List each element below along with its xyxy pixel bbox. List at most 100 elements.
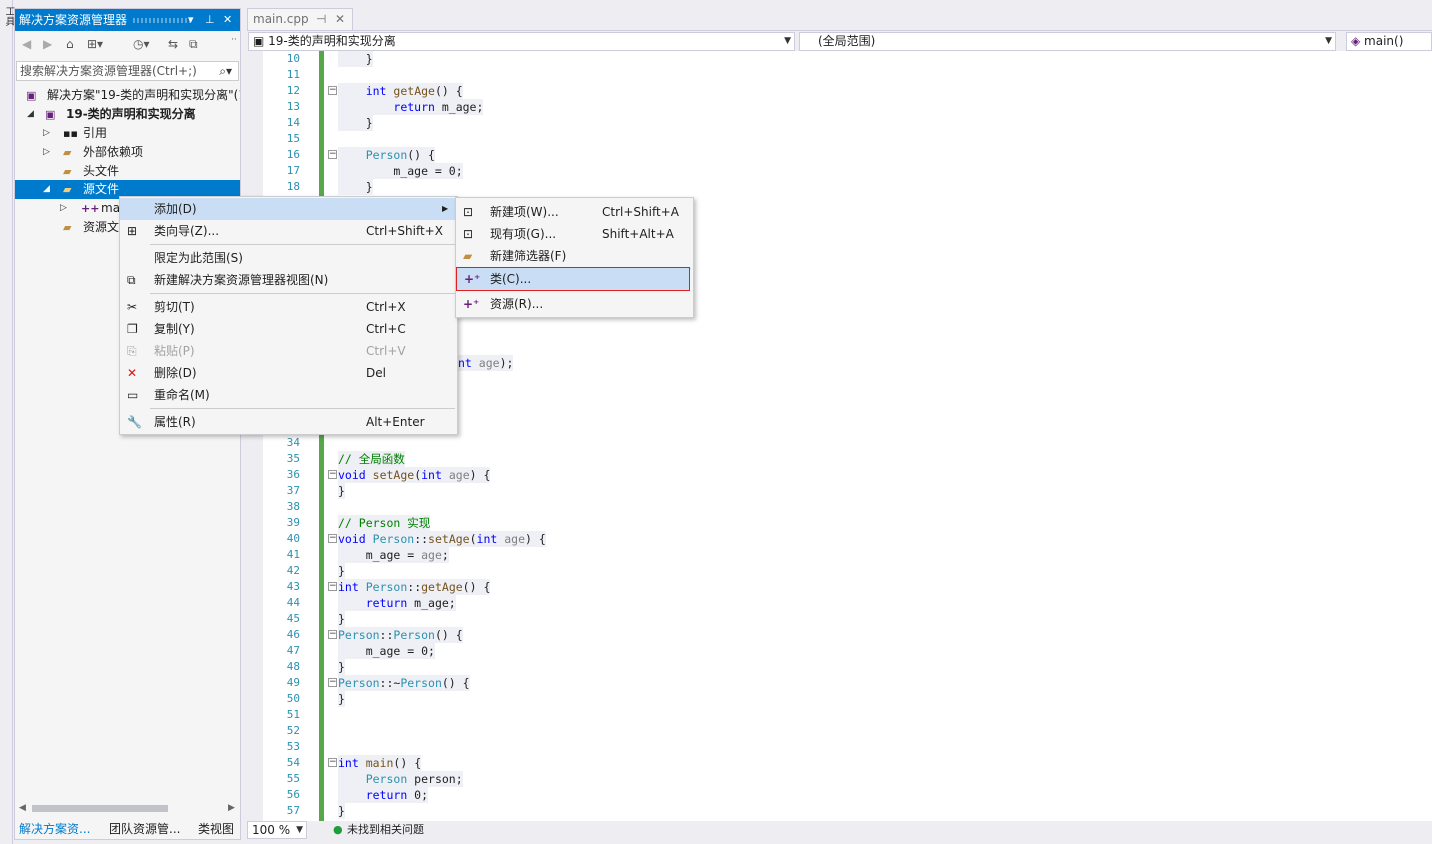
- tree-item-header-files[interactable]: ▰ 头文件: [15, 162, 240, 181]
- editor-status-bar: 100 % ▼ ● 未找到相关问题: [247, 821, 1432, 839]
- collapsed-arrow-icon[interactable]: ▷: [43, 147, 50, 157]
- dropdown-icon[interactable]: ▾: [188, 13, 194, 26]
- scroll-right-icon[interactable]: ▶: [228, 803, 235, 813]
- tree-item-source-files[interactable]: ◢ ▰ 源文件: [15, 180, 240, 199]
- collapse-region-icon[interactable]: −: [328, 149, 337, 159]
- scope-dropdown[interactable]: (全局范围) ▼: [799, 32, 1336, 51]
- delete-icon: ✕: [127, 366, 138, 380]
- left-tool-strip[interactable]: 工具: [0, 0, 14, 844]
- collapse-region-icon[interactable]: −: [328, 757, 337, 767]
- navigation-bar: ▣ 19-类的声明和实现分离 ▼ (全局范围) ▼ ◈ main(): [247, 30, 1432, 51]
- collapsed-arrow-icon[interactable]: ▷: [43, 128, 50, 138]
- menu-item-rename[interactable]: ▭ 重命名(M): [120, 384, 457, 406]
- tree-item-label: 解决方案"19-类的声明和实现分离"(1: [47, 88, 240, 102]
- close-tab-icon[interactable]: ✕: [335, 12, 346, 26]
- line-number: 15: [286, 132, 300, 145]
- menu-item-label: 删除(D): [154, 366, 197, 380]
- code-line: Person::~Person() {: [338, 675, 470, 691]
- add-submenu: ⊡ 新建项(W)... Ctrl+Shift+A ⊡ 现有项(G)... Shi…: [455, 197, 694, 318]
- cut-icon: ✂: [127, 300, 138, 314]
- folder-icon: ▰: [63, 183, 72, 196]
- menu-item-delete[interactable]: ✕ 删除(D) Del: [120, 362, 457, 384]
- switch-view-icon[interactable]: ⊞▾: [87, 37, 104, 51]
- line-number: 18: [286, 180, 300, 193]
- menu-item-paste[interactable]: ⎘ 粘贴(P) Ctrl+V: [120, 340, 457, 362]
- drag-grip[interactable]: [133, 18, 191, 23]
- zoom-dropdown[interactable]: 100 % ▼: [247, 821, 307, 839]
- line-number: 16: [286, 148, 300, 161]
- project-dropdown[interactable]: ▣ 19-类的声明和实现分离 ▼: [248, 32, 795, 51]
- member-dropdown-value: main(): [1364, 34, 1404, 48]
- expanded-arrow-icon[interactable]: ◢: [27, 109, 34, 119]
- search-placeholder: 搜索解决方案资源管理器(Ctrl+;): [20, 64, 197, 78]
- menu-item-new-filter[interactable]: ▰ 新建筛选器(F): [456, 245, 693, 267]
- menu-item-label: 剪切(T): [154, 300, 195, 314]
- code-line: Person person;: [338, 771, 463, 787]
- zoom-value: 100 %: [252, 823, 291, 837]
- code-line: }: [338, 179, 373, 195]
- menu-item-scope-to-this[interactable]: 限定为此范围(S): [120, 247, 457, 269]
- menu-separator: [150, 293, 455, 294]
- member-dropdown[interactable]: ◈ main(): [1346, 32, 1432, 51]
- collapse-region-icon[interactable]: −: [328, 85, 337, 95]
- home-icon[interactable]: ⌂: [66, 37, 74, 51]
- tree-item-references[interactable]: ▷ ▪▪ 引用: [15, 124, 240, 143]
- folder-icon: ▰: [63, 221, 72, 234]
- new-item-icon: ⊡: [463, 205, 474, 219]
- chevron-down-icon: ▼: [784, 36, 791, 46]
- tree-item-solution[interactable]: ▣ 解决方案"19-类的声明和实现分离"(1: [15, 86, 240, 105]
- tab-team-explorer[interactable]: 团队资源管...: [109, 822, 181, 836]
- menu-item-properties[interactable]: 🔧 属性(R) Alt+Enter: [120, 411, 457, 433]
- tree-item-label: 外部依赖项: [83, 145, 144, 159]
- line-number: 34: [286, 436, 300, 449]
- forward-icon[interactable]: ▶: [43, 37, 53, 51]
- tab-main-cpp[interactable]: main.cpp ⊣ ✕: [247, 8, 353, 30]
- close-icon[interactable]: ✕: [223, 13, 233, 26]
- tree-item-project[interactable]: ◢ ▣ 19-类的声明和实现分离: [15, 105, 240, 124]
- collapse-region-icon[interactable]: −: [328, 581, 337, 591]
- tab-class-view[interactable]: 类视图: [198, 822, 235, 836]
- tree-item-label: 源文件: [83, 182, 120, 196]
- collapse-region-icon[interactable]: −: [328, 677, 337, 687]
- collapse-region-icon[interactable]: −: [328, 533, 337, 543]
- tree-item-main-cpp[interactable]: ▷ ++ ma: [15, 199, 240, 218]
- pin-icon[interactable]: ⊥: [205, 13, 215, 26]
- back-icon[interactable]: ◀: [22, 37, 32, 51]
- menu-item-resource[interactable]: +⁺ 资源(R)...: [456, 293, 693, 315]
- menu-item-label: 类(C)...: [490, 272, 532, 286]
- tab-solution-explorer[interactable]: 解决方案资...: [19, 822, 91, 836]
- solution-search-input[interactable]: 搜索解决方案资源管理器(Ctrl+;) ⌕▾: [16, 61, 239, 81]
- menu-item-cut[interactable]: ✂ 剪切(T) Ctrl+X: [120, 296, 457, 318]
- collapse-all-icon[interactable]: ⧉: [189, 37, 198, 51]
- code-editor[interactable]: [247, 51, 1432, 821]
- scrollbar-thumb[interactable]: [32, 805, 168, 812]
- menu-item-new-item[interactable]: ⊡ 新建项(W)... Ctrl+Shift+A: [456, 201, 693, 223]
- expanded-arrow-icon[interactable]: ◢: [43, 184, 50, 194]
- issues-status-text[interactable]: 未找到相关问题: [347, 823, 424, 836]
- horizontal-scrollbar[interactable]: ◀ ▶: [19, 803, 236, 813]
- toolbox-tab-label[interactable]: 工具: [3, 6, 14, 26]
- pending-changes-icon[interactable]: ◷▾: [133, 37, 150, 51]
- menu-item-shortcut: Shift+Alt+A: [602, 227, 674, 241]
- class-icon: +⁺: [464, 272, 481, 286]
- overflow-icon[interactable]: ··: [231, 35, 237, 45]
- collapse-region-icon[interactable]: −: [328, 469, 337, 479]
- menu-item-new-explorer-view[interactable]: ⧉ 新建解决方案资源管理器视图(N): [120, 269, 457, 291]
- collapsed-arrow-icon[interactable]: ▷: [60, 203, 67, 213]
- sync-icon[interactable]: ⇆: [168, 37, 179, 51]
- menu-item-label: 复制(Y): [154, 322, 195, 336]
- pin-icon[interactable]: ⊣: [316, 12, 327, 26]
- new-filter-icon: ▰: [463, 249, 473, 263]
- menu-item-class[interactable]: +⁺ 类(C)...: [456, 267, 690, 291]
- line-number: 44: [286, 596, 300, 609]
- tree-item-external-deps[interactable]: ▷ ▰ 外部依赖项: [15, 143, 240, 162]
- menu-item-copy[interactable]: ❐ 复制(Y) Ctrl+C: [120, 318, 457, 340]
- scroll-left-icon[interactable]: ◀: [19, 803, 26, 813]
- tree-item-resource-files[interactable]: ▰ 资源文: [15, 218, 240, 237]
- search-icon[interactable]: ⌕▾: [219, 64, 232, 78]
- menu-item-class-wizard[interactable]: ⊞ 类向导(Z)... Ctrl+Shift+X: [120, 220, 457, 242]
- code-line: m_age = 0;: [338, 643, 435, 659]
- menu-item-add[interactable]: 添加(D) ▶: [120, 198, 457, 220]
- collapse-region-icon[interactable]: −: [328, 629, 337, 639]
- menu-item-existing-item[interactable]: ⊡ 现有项(G)... Shift+Alt+A: [456, 223, 693, 245]
